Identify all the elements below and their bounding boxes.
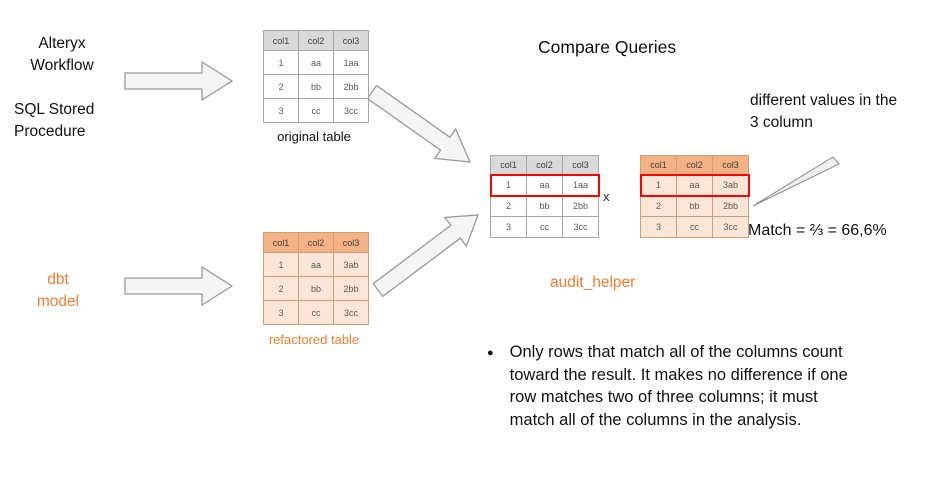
column-header: col3 (333, 232, 369, 253)
column-header: col3 (333, 30, 369, 51)
table-cell: 1 (640, 174, 677, 196)
pointer-line-icon (752, 156, 840, 207)
table-cell: cc (676, 216, 713, 238)
table-cell: 2 (640, 195, 677, 217)
table-cell: cc (298, 300, 334, 325)
table-cell: aa (676, 174, 713, 196)
different-values-note: different values in the 3 column (750, 92, 898, 131)
table-cell: 3 (263, 98, 299, 123)
table-cell: 3ab (712, 174, 749, 196)
table-cell: 3ab (333, 252, 369, 277)
compare-queries-title: Compare Queries (538, 37, 677, 57)
sql-stored-procedure-label: SQL Stored Procedure (14, 101, 95, 140)
multiply-x-label: x (603, 189, 610, 204)
table-cell: 2 (490, 195, 527, 217)
table-cell: 1aa (333, 50, 369, 75)
table-cell: cc (526, 216, 563, 238)
note-text: Only rows that match all of the columns … (509, 343, 848, 429)
bullet-icon: ● (487, 347, 494, 359)
table-cell: 2 (263, 276, 299, 301)
audit-helper-label: audit_helper (550, 274, 636, 291)
table-cell: aa (298, 50, 334, 75)
arrow-diagonal-up-icon (372, 214, 479, 298)
table-cell: 1aa (562, 174, 599, 196)
column-header: col2 (298, 30, 334, 51)
table-cell: aa (298, 252, 334, 277)
original-table-caption: original table (277, 129, 351, 144)
table-cell: 2bb (333, 74, 369, 99)
table-cell: cc (298, 98, 334, 123)
table-cell: 3 (640, 216, 677, 238)
table-cell: 3 (263, 300, 299, 325)
table-cell: bb (298, 74, 334, 99)
table-cell: 2 (263, 74, 299, 99)
column-header: col3 (562, 155, 599, 175)
table-cell: 3 (490, 216, 527, 238)
table-cell: bb (676, 195, 713, 217)
table-cell: 1 (263, 252, 299, 277)
table-cell: aa (526, 174, 563, 196)
column-header: col1 (640, 155, 677, 175)
table-cell: bb (298, 276, 334, 301)
table-cell: bb (526, 195, 563, 217)
column-header: col2 (298, 232, 334, 253)
match-result-label: Match = ⅔ = 66,6% (748, 222, 887, 239)
notes-bullet-item: ● Only rows that match all of the column… (487, 341, 891, 431)
table-cell: 2bb (712, 195, 749, 217)
table-cell: 2bb (333, 276, 369, 301)
table-cell: 1 (490, 174, 527, 196)
table-cell: 1 (263, 50, 299, 75)
column-header: col2 (676, 155, 713, 175)
table-cell: 3cc (562, 216, 599, 238)
column-header: col1 (263, 232, 299, 253)
arrow-right-top-icon (124, 60, 234, 102)
table-cell: 3cc (333, 98, 369, 123)
column-header: col3 (712, 155, 749, 175)
arrow-right-bottom-icon (124, 265, 234, 307)
table-cell: 3cc (333, 300, 369, 325)
dbt-model-label: dbt model (36, 271, 80, 310)
table-cell: 3cc (712, 216, 749, 238)
column-header: col2 (526, 155, 563, 175)
refactored-table-caption: refactored table (268, 332, 360, 347)
table-cell: 2bb (562, 195, 599, 217)
column-header: col1 (490, 155, 527, 175)
alteryx-workflow-label: Alteryx Workflow (30, 35, 94, 74)
column-header: col1 (263, 30, 299, 51)
arrow-diagonal-down-icon (366, 84, 472, 163)
